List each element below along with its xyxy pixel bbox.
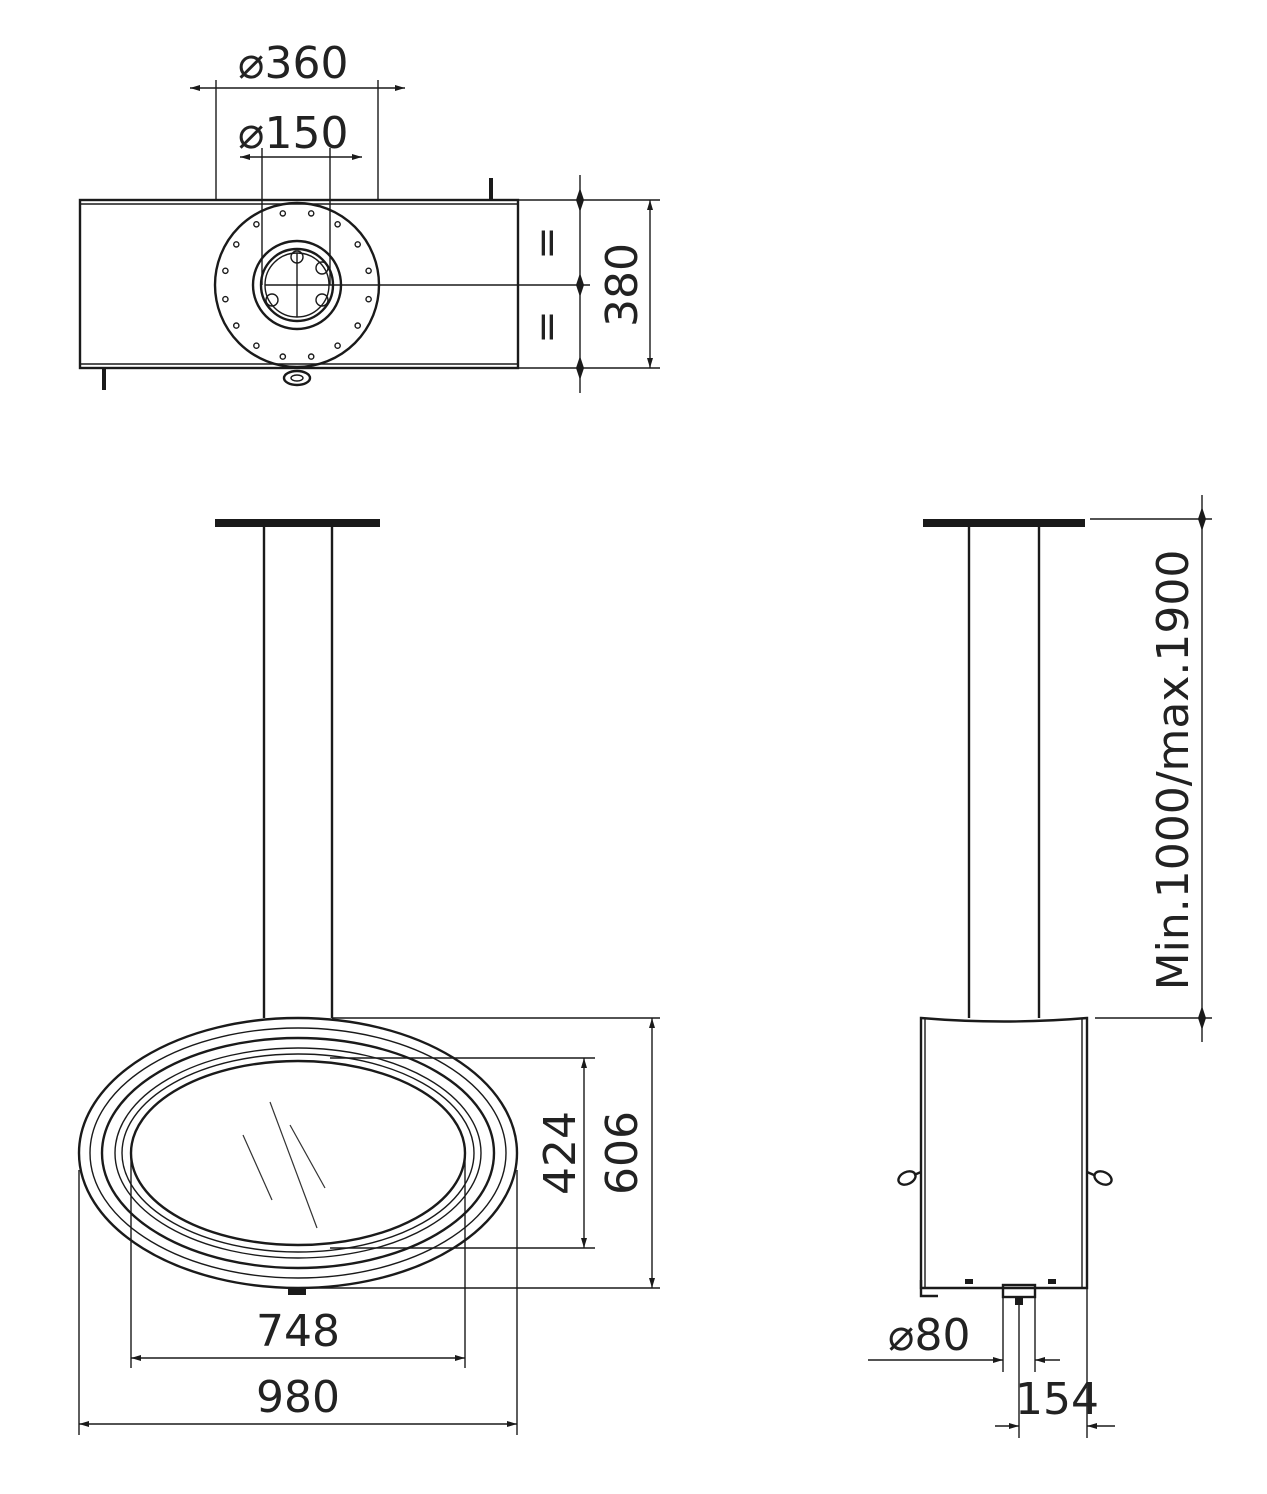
dim-body-width: 980 <box>256 1372 340 1423</box>
side-ceiling-plate <box>923 519 1085 527</box>
side-view: Min.1000/max.1900 ⌀80 154 <box>868 495 1212 1438</box>
bolt-hole <box>222 267 229 275</box>
equal-mark-lower: = <box>524 310 570 344</box>
dim-inner-flue-diameter: ⌀150 <box>238 108 348 159</box>
bolt-hole <box>279 353 287 360</box>
bolt-hole <box>253 342 260 350</box>
dim-air-inlet-offset: 154 <box>1015 1374 1099 1425</box>
bolt-hole <box>279 210 287 217</box>
bolt-hole <box>354 241 362 248</box>
dim-glass-width: 748 <box>256 1306 340 1357</box>
bolt-hole <box>232 241 240 248</box>
dim-pipe-length: Min.1000/max.1900 <box>1148 550 1199 991</box>
side-body-outline <box>919 1016 1089 1290</box>
dim-air-inlet-diameter: ⌀80 <box>888 1310 971 1361</box>
bolt-hole <box>334 220 341 228</box>
top-view-body-outline <box>78 198 520 370</box>
right-hook-icon <box>1093 1170 1113 1186</box>
equal-mark-upper: = <box>524 226 570 260</box>
dim-glass-height: 424 <box>535 1111 586 1195</box>
bolt-hole <box>354 322 362 329</box>
glass-window <box>129 1059 467 1247</box>
bolt-hole <box>222 295 229 303</box>
bolt-hole <box>365 295 372 303</box>
bolt-hole <box>253 220 260 228</box>
ceiling-plate <box>215 519 380 527</box>
hook-icon <box>282 369 312 387</box>
door-frame <box>100 1036 496 1270</box>
bolt-hole <box>232 322 240 329</box>
dim-body-height: 606 <box>597 1111 648 1195</box>
dim-depth: 380 <box>597 243 648 327</box>
bolt-hole <box>334 342 341 350</box>
bolt-hole <box>307 210 315 217</box>
front-view: 424 606 748 980 <box>77 519 660 1435</box>
flange-bolt-holes <box>222 210 372 360</box>
bolt-hole <box>307 353 315 360</box>
bolt-hole <box>365 267 372 275</box>
top-view: ⌀360 ⌀150 = = 380 <box>78 38 660 393</box>
left-hook-icon <box>897 1170 917 1186</box>
dim-outer-flue-diameter: ⌀360 <box>238 38 348 89</box>
